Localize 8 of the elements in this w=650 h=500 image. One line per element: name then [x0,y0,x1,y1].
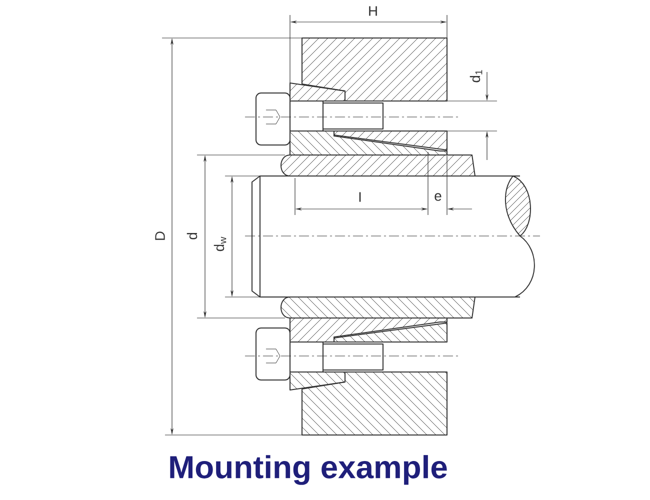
dimension-label: D [155,232,165,240]
dimension-label: e [434,193,442,201]
dimension-label: d$_{w}$ [214,236,226,252]
dimension-label: d$_{1}$ [470,70,482,82]
caption: Mounting example [170,455,447,485]
dimension-label: H [369,6,377,16]
dimension-label: I [359,192,361,202]
dimension-label: d [186,233,198,240]
